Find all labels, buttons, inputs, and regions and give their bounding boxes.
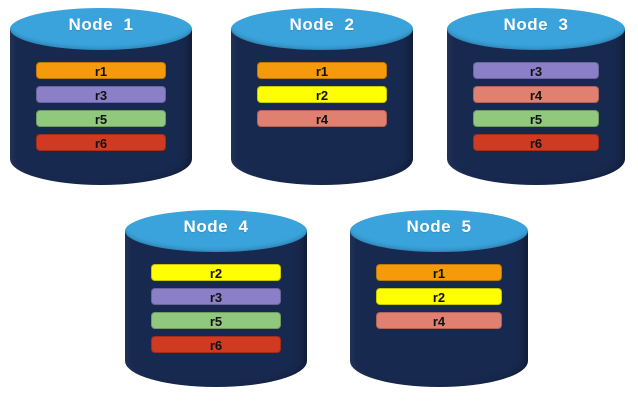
node-cylinder-1[interactable]: Node 1 r1 r3 r5 r6 <box>10 8 192 185</box>
record-list-1: r1 r3 r5 r6 <box>10 62 192 158</box>
node-cylinder-2[interactable]: Node 2 r1 r2 r4 <box>231 8 413 185</box>
record-bar-r3[interactable]: r3 <box>472 62 600 79</box>
record-bar-r1[interactable]: r1 <box>36 62 166 79</box>
cylinder-body-1 <box>10 29 192 185</box>
cylinder-top-ellipse-5 <box>350 210 528 252</box>
record-bar-r4[interactable]: r4 <box>257 110 387 127</box>
record-bar-r5[interactable]: r5 <box>36 110 166 127</box>
record-bar-r5[interactable]: r5 <box>472 110 600 127</box>
cylinder-body-3 <box>447 29 625 185</box>
record-bar-r6[interactable]: r6 <box>472 134 600 151</box>
record-bar-r1[interactable]: r1 <box>375 264 503 281</box>
cylinder-body-5 <box>350 231 528 387</box>
record-bar-r6[interactable]: r6 <box>36 134 166 151</box>
record-bar-r4[interactable]: r4 <box>375 312 503 329</box>
node-cylinder-4[interactable]: Node 4 r2 r3 r5 r6 <box>125 210 307 387</box>
record-bar-r3[interactable]: r3 <box>151 288 281 305</box>
node-cylinder-5[interactable]: Node 5 r1 r2 r4 <box>350 210 528 387</box>
record-bar-r3[interactable]: r3 <box>36 86 166 103</box>
record-bar-r2[interactable]: r2 <box>151 264 281 281</box>
cylinder-top-ellipse-2 <box>231 8 413 50</box>
record-bar-r1[interactable]: r1 <box>257 62 387 79</box>
node-title-4: Node 4 <box>183 217 249 236</box>
node-title-5: Node 5 <box>406 217 472 236</box>
record-bar-r4[interactable]: r4 <box>472 86 600 103</box>
record-list-5: r1 r2 r4 <box>350 264 528 336</box>
record-bar-r6[interactable]: r6 <box>151 336 281 353</box>
record-bar-r2[interactable]: r2 <box>257 86 387 103</box>
record-bar-r5[interactable]: r5 <box>151 312 281 329</box>
record-list-3: r3 r4 r5 r6 <box>447 62 625 158</box>
cylinder-top-ellipse-3 <box>447 8 625 50</box>
cylinder-top-ellipse-4 <box>125 210 307 252</box>
record-list-2: r1 r2 r4 <box>231 62 413 134</box>
cylinder-top-ellipse-1 <box>10 8 192 50</box>
node-title-3: Node 3 <box>503 15 569 34</box>
cylinder-body-4 <box>125 231 307 387</box>
record-bar-r2[interactable]: r2 <box>375 288 503 305</box>
node-title-2: Node 2 <box>289 15 355 34</box>
node-cylinder-3[interactable]: Node 3 r3 r4 r5 r6 <box>447 8 625 185</box>
node-title-1: Node 1 <box>68 15 134 34</box>
cylinder-body-2 <box>231 29 413 185</box>
record-list-4: r2 r3 r5 r6 <box>125 264 307 360</box>
